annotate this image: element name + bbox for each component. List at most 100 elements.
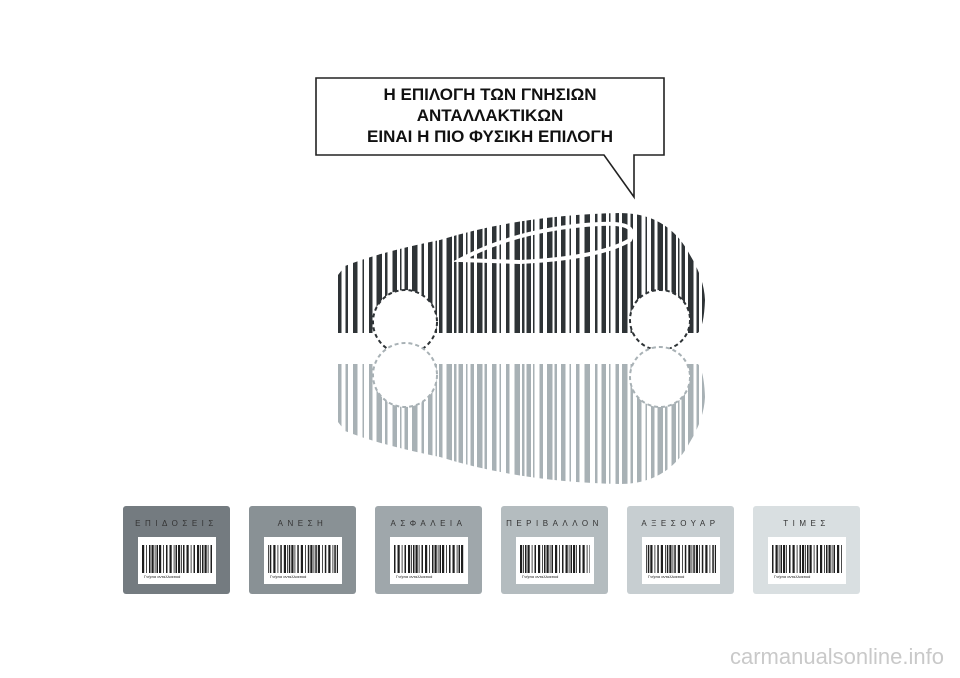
barcode-stripe xyxy=(369,213,373,333)
sticker-caption: Γνήσια ανταλλακτικά xyxy=(648,574,685,579)
barcode-line xyxy=(807,545,809,573)
barcode-line xyxy=(826,545,828,573)
barcode-line xyxy=(151,545,154,573)
barcode-line xyxy=(313,545,315,573)
barcode-stripe xyxy=(522,213,525,333)
barcode-stripe xyxy=(392,213,397,333)
barcode-stripe xyxy=(362,364,364,484)
headline-line-2: ΑΝΤΑΛΛΑΚΤΙΚΩΝ xyxy=(416,106,564,125)
barcode-line xyxy=(527,545,530,573)
barcode-line xyxy=(562,545,564,573)
barcode-line xyxy=(442,545,445,573)
barcode-line xyxy=(269,545,272,573)
barcode-line xyxy=(411,545,412,573)
barcode-stripe xyxy=(492,364,497,484)
barcode-line xyxy=(775,545,778,573)
barcode-line xyxy=(297,545,299,573)
barcode-stripe xyxy=(702,213,705,333)
barcode-line xyxy=(666,545,669,573)
watermark: carmanualsonline.info xyxy=(729,644,944,669)
barcode-stripe xyxy=(688,213,694,333)
barcode-line xyxy=(178,545,181,573)
barcode-line xyxy=(429,545,430,573)
barcode-stripe xyxy=(576,213,580,333)
barcode-line xyxy=(837,545,840,573)
barcode-line xyxy=(841,545,842,573)
barcode-line xyxy=(146,545,147,573)
barcode-stripe xyxy=(601,364,606,484)
barcode-sticker: Γνήσια ανταλλακτικά xyxy=(390,537,468,584)
barcode-line xyxy=(833,545,835,573)
barcode-line xyxy=(190,545,192,573)
barcode-line xyxy=(579,545,581,573)
barcode-line xyxy=(789,545,791,573)
barcode-stripe xyxy=(671,213,676,333)
barcode-icon xyxy=(394,545,464,573)
barcode-stripe xyxy=(630,364,633,484)
barcode-line xyxy=(332,545,334,573)
barcode-stripe xyxy=(435,364,437,484)
barcode-stripe xyxy=(678,364,680,484)
barcode-stripe xyxy=(526,213,531,333)
barcode-stripe xyxy=(338,364,342,484)
barcode-line xyxy=(669,545,672,573)
barcode-line xyxy=(425,545,428,573)
barcode-line xyxy=(439,545,441,573)
barcode-line xyxy=(589,545,590,573)
rear-wheel-reflection xyxy=(630,347,690,407)
barcode-line xyxy=(573,545,576,573)
barcode-line xyxy=(166,545,168,573)
barcode-line xyxy=(287,545,288,573)
barcode-line xyxy=(647,545,650,573)
barcode-stripe xyxy=(421,213,424,333)
barcode-line xyxy=(714,545,716,573)
barcode-line xyxy=(458,545,460,573)
barcode-stripe xyxy=(696,364,699,484)
barcode-line xyxy=(684,545,687,573)
barcode-stripe xyxy=(657,364,663,484)
barcode-line xyxy=(181,545,182,573)
barcode-line xyxy=(551,545,553,573)
barcode-sticker: Γνήσια ανταλλακτικά xyxy=(264,537,342,584)
barcode-stripe xyxy=(681,213,685,333)
barcode-line xyxy=(677,545,680,573)
sticker-caption: Γνήσια ανταλλακτικά xyxy=(774,574,811,579)
rear-wheel-rim xyxy=(629,289,691,351)
barcode-line xyxy=(816,545,818,573)
barcode-line xyxy=(394,545,396,573)
barcode-line xyxy=(193,545,195,573)
barcode-line xyxy=(273,545,276,573)
barcode-line xyxy=(780,545,782,573)
barcode-stripe xyxy=(369,364,373,484)
barcode-stripe xyxy=(428,213,433,333)
barcode-line xyxy=(542,545,543,573)
barcode-line xyxy=(691,545,693,573)
barcode-stripe xyxy=(385,213,388,333)
barcode-stripe xyxy=(609,213,611,333)
barcode-stripe xyxy=(561,364,566,484)
barcode-line xyxy=(307,545,310,573)
barcode-line xyxy=(657,545,659,573)
barcode-line xyxy=(772,545,774,573)
barcode-line xyxy=(523,545,524,573)
barcode-stripe xyxy=(561,213,566,333)
front-wheel xyxy=(373,290,437,354)
barcode-stripe xyxy=(547,364,553,484)
barcode-stripe xyxy=(439,364,443,484)
barcode-line xyxy=(202,545,204,573)
barcode-line xyxy=(660,545,663,573)
barcode-stripe xyxy=(651,364,655,484)
barcode-line xyxy=(408,545,411,573)
barcode-line xyxy=(328,545,331,573)
barcode-stripe xyxy=(506,364,510,484)
barcode-line xyxy=(156,545,158,573)
barcode-stripe xyxy=(353,364,358,484)
barcode-line xyxy=(397,545,400,573)
car-reflection xyxy=(338,364,705,484)
barcode-stripe xyxy=(345,364,348,484)
sticker-caption: Γνήσια ανταλλακτικά xyxy=(522,574,559,579)
